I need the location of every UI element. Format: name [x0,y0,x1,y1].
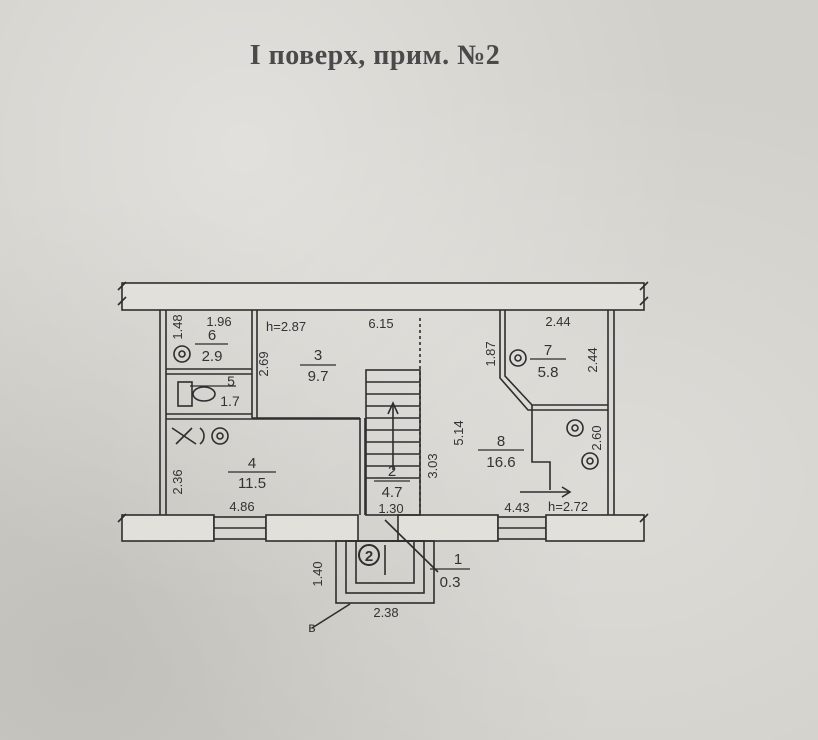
dim-1-87: 1.87 [483,341,498,366]
room-1-area: 0.3 [440,574,461,591]
entry-arrow [520,486,572,498]
dim-2-36: 2.36 [170,469,185,494]
room-6-number: 6 [208,327,216,344]
room-4-area: 11.5 [238,475,266,492]
stair-marker-circle [358,544,380,566]
ceiling-height-right: h=2.72 [548,499,588,514]
dim-1-40: 1.40 [310,561,325,586]
room-5-number: 5 [227,373,235,389]
bottom-wall [117,513,649,542]
entrance-porch [311,519,439,629]
entrance-mark: в [308,619,315,635]
dim-1-96: 1.96 [206,314,231,329]
dim-2-60: 2.60 [589,425,604,450]
room-2-number: 2 [388,463,396,480]
room-1-number: 1 [454,551,462,568]
room-2-area: 4.7 [382,484,403,501]
sanitary-fixtures [171,345,599,470]
room-8-number: 8 [497,433,505,450]
room-6-area: 2.9 [202,348,223,365]
room-4-number: 4 [248,455,256,472]
dim-2-69: 2.69 [256,351,271,376]
dim-5-14: 5.14 [451,420,466,445]
room-3-area: 9.7 [308,368,329,385]
room-3-number: 3 [314,347,322,364]
ceiling-height-left: h=2.87 [266,319,306,334]
stair-marker-number: 2 [365,548,373,565]
room-7-area: 5.8 [538,364,559,381]
dim-1-48: 1.48 [170,314,185,339]
dim-4-43: 4.43 [504,500,529,515]
dim-3-03: 3.03 [425,453,440,478]
dimension-labels: 1.96 1.48 6.15 2.44 2.44 1.87 2.69 2.36 … [170,314,604,620]
interior-stair [365,369,421,516]
area-fraction-lines [190,343,566,570]
dim-2-44-side: 2.44 [585,347,600,372]
dim-2-44-top: 2.44 [545,314,570,329]
floor-plan-title: I поверх, прим. №2 [249,40,501,71]
room-labels: 1 0.3 2 4.7 3 9.7 4 11.5 5 1.7 6 2.9 7 5… [202,327,559,591]
dim-4-86: 4.86 [229,499,254,514]
dim-6-15: 6.15 [368,316,393,331]
dim-2-38: 2.38 [373,605,398,620]
room-5-area: 1.7 [220,393,240,409]
dim-1-30: 1.30 [378,501,403,516]
top-wall [121,282,645,311]
room-7-number: 7 [544,342,552,359]
room-8-area: 16.6 [486,454,515,471]
